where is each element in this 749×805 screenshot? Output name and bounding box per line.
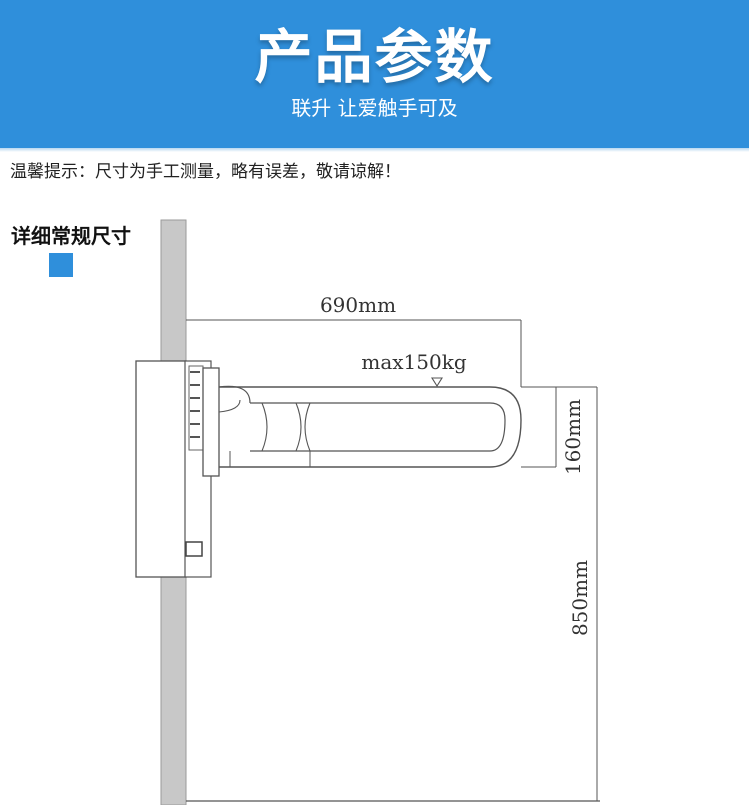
mount-height-label: 850mm xyxy=(568,560,592,636)
hinge-block xyxy=(202,367,220,477)
load-point-marker xyxy=(431,377,443,388)
grab-bar-outer xyxy=(219,386,522,468)
wall-box xyxy=(135,360,187,578)
page-subtitle: 联升 让爱触手可及 xyxy=(291,96,458,120)
section-title: 详细常规尺寸 xyxy=(11,224,131,248)
bar-height-label: 160mm xyxy=(561,399,585,475)
max-load-label: max150kg xyxy=(361,350,466,374)
measurement-tip: 温馨提示：尺寸为手工测量，略有误差，敬请谅解！ xyxy=(10,162,401,182)
header-banner: 产品参数 联升 让爱触手可及 xyxy=(0,0,749,152)
page-title: 产品参数 xyxy=(254,23,495,91)
width-dimension-label: 690mm xyxy=(320,293,396,317)
grab-bar-inner xyxy=(250,402,506,452)
paper-holder-clip xyxy=(185,541,203,557)
section-marker xyxy=(49,253,73,277)
